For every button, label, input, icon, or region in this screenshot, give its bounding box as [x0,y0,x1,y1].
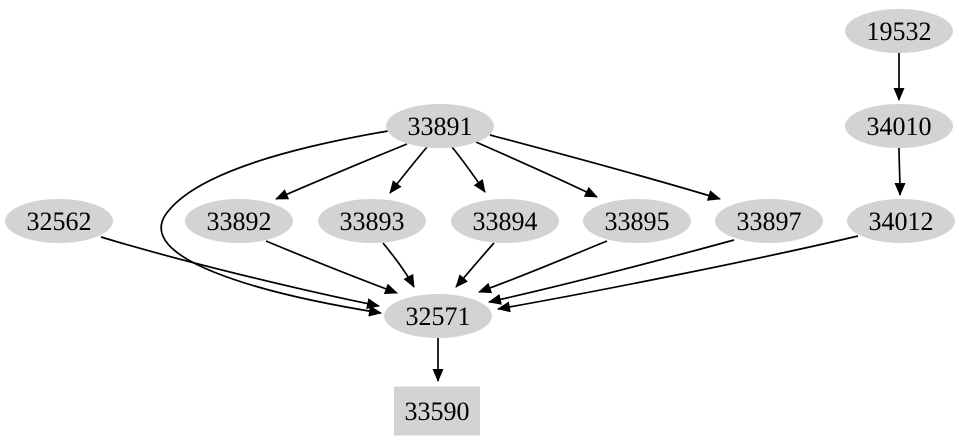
edges-layer [100,53,906,382]
node-ellipse-shape [845,9,953,53]
node-box-shape [394,386,480,436]
node-label: 33894 [473,207,538,236]
node-ellipse-shape [386,104,494,148]
node-label: 33895 [605,207,670,236]
node-label: 32571 [406,302,471,331]
graph-node-33894: 33894 [451,199,559,243]
node-ellipse-shape [384,294,492,338]
edge-33895-to-32571 [478,240,608,294]
edge-33891-to-33897 [489,134,721,201]
node-label: 33891 [408,112,473,141]
graph-node-33892: 33892 [185,199,293,243]
graph-node-33895: 33895 [583,199,691,243]
graph-node-34010: 34010 [845,104,953,148]
node-label: 32562 [27,207,92,236]
graph-node-32562: 32562 [5,199,113,243]
edge-33891-to-33893 [389,146,428,194]
edge-34012-to-32571 [497,235,859,313]
node-label: 34012 [869,207,934,236]
edge-33891-to-32571 [160,130,389,317]
node-ellipse-shape [318,199,426,243]
node-label: 34010 [867,112,932,141]
graph-node-33891: 33891 [386,104,494,148]
node-label: 19532 [867,17,932,46]
edge-32562-to-32571 [100,236,380,310]
graph-node-33897: 33897 [715,199,823,243]
graph-node-33893: 33893 [318,199,426,243]
nodes-layer: 19532 34010 34012 33891 32562 33892 33893 33894… [5,9,955,436]
node-ellipse-shape [185,199,293,243]
edge-33891-to-33895 [475,141,598,198]
node-ellipse-shape [845,104,953,148]
node-ellipse-shape [847,199,955,243]
node-label: 33893 [340,207,405,236]
edge-33897-to-32571 [488,239,735,305]
edge-34010-to-34012 [894,147,906,196]
node-label: 33590 [405,397,470,426]
edge-33891-to-33892 [275,143,408,200]
edge-33893-to-32571 [382,242,415,288]
node-ellipse-shape [451,199,559,243]
node-ellipse-shape [5,199,113,243]
edge-33894-to-32571 [455,242,495,288]
graph-node-32571: 32571 [384,294,492,338]
graph-node-19532: 19532 [845,9,953,53]
graph-node-34012: 34012 [847,199,955,243]
node-ellipse-shape [583,199,691,243]
graph-node-33590: 33590 [394,386,480,436]
node-label: 33897 [737,207,802,236]
edge-33892-to-32571 [265,240,398,294]
node-ellipse-shape [715,199,823,243]
edge-33891-to-33894 [451,146,486,193]
node-label: 33892 [207,207,272,236]
